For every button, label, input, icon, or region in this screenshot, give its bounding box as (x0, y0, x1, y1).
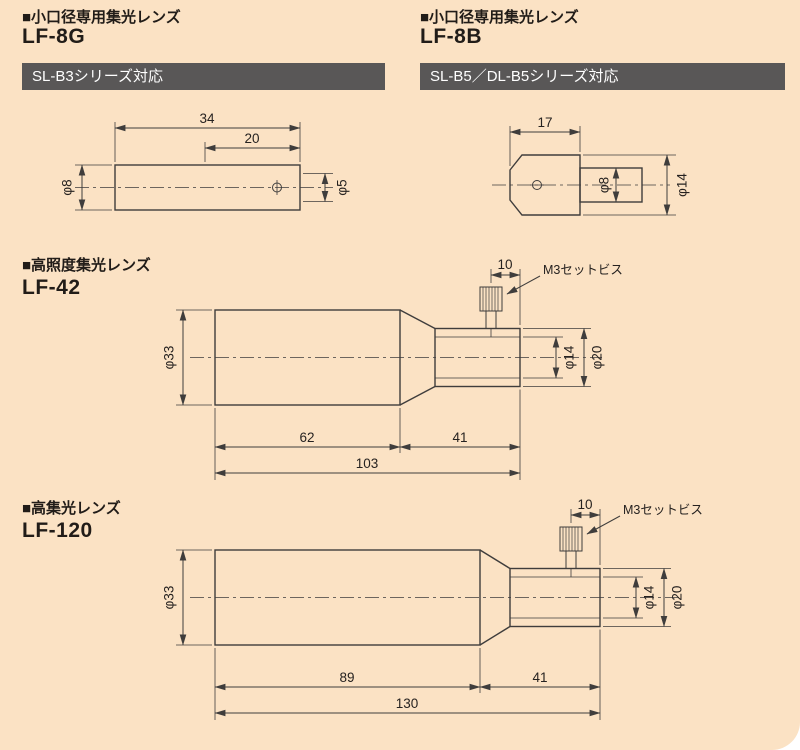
lf8g-dim-step-length: 20 (204, 131, 301, 162)
lf8b-dim-body-dia: φ14 (583, 154, 690, 216)
lf120-part-outline (190, 526, 682, 646)
lf120-taper-bottom (479, 625, 511, 646)
lf42-dim-label-holder-length: 41 (452, 430, 467, 445)
lf8g-dim-label-total-length: 34 (199, 111, 215, 126)
lf8g-dim-label-tip-dia: φ5 (335, 179, 350, 195)
lf8g-set-screw-hole-icon (272, 180, 282, 195)
lf42-dim-label-main-length: 62 (299, 430, 314, 445)
lf42-screw-callout-label: M3セットビス (543, 263, 623, 277)
lf8b-series-banner: SL-B5／DL-B5シリーズ対応 (420, 63, 785, 90)
lf8g-dim-label-step-length: 20 (244, 131, 259, 146)
lf42-dim-holder-dia: φ20 (523, 327, 605, 388)
lf120-dim-label-holder-dia: φ20 (670, 586, 685, 610)
lf8b-dim-body-length: 17 (509, 115, 581, 166)
lf120-dim-label-total-length: 130 (396, 696, 419, 711)
lf42-dim-label-screw-offset: 10 (497, 257, 512, 272)
lf8b-category-heading: ■小口径専用集光レンズ (420, 9, 579, 26)
lf120-technical-drawing: 10 M3セットビス φ33 φ14 φ20 (162, 497, 703, 720)
lf42-category-heading: ■高照度集光レンズ (22, 257, 151, 274)
lf8b-set-screw-hole-icon (530, 180, 544, 190)
lf120-dim-label-screw-offset: 10 (577, 497, 592, 512)
lf120-taper-top (479, 549, 511, 570)
lf8b-model-name: LF-8B (420, 25, 482, 48)
lf42-dim-label-holder-dia: φ20 (590, 346, 605, 370)
lf8g-series-banner: SL-B3シリーズ対応 (22, 63, 385, 90)
lf120-model-name: LF-120 (22, 519, 93, 542)
lf120-dim-label-main-dia: φ33 (162, 586, 177, 610)
lf120-dim-screw-offset: 10 (570, 497, 601, 565)
lf120-screw-callout-label: M3セットビス (623, 503, 703, 517)
lf120-dims-lengths: 89 41 130 (214, 629, 601, 720)
lf8b-part-outline (492, 154, 670, 216)
lf42-dim-label-inner-dia: φ14 (562, 345, 577, 369)
lf120-category-heading: ■高集光レンズ (22, 500, 121, 517)
lf120-dim-label-holder-length: 41 (532, 670, 547, 685)
lf8b-technical-drawing: 17 φ8 φ14 (492, 115, 690, 216)
lf8b-dim-tube-dia: φ8 (597, 167, 620, 203)
lf120-dim-inner-dia: φ14 (603, 576, 657, 619)
lf8g-category-heading: ■小口径専用集光レンズ (22, 9, 181, 26)
lf42-technical-drawing: 10 M3セットビス φ33 φ14 φ20 (162, 257, 623, 480)
lf120-set-screw-icon (559, 526, 583, 577)
lf42-taper-top (399, 309, 436, 330)
lf120-dim-holder-dia: φ20 (603, 567, 685, 628)
lf42-dim-main-dia: φ33 (162, 309, 212, 406)
lf8g-dim-tip-dia: φ5 (303, 172, 350, 203)
lf42-dims-lengths: 62 41 103 (214, 389, 521, 480)
lf8b-dim-label-body-length: 17 (537, 115, 552, 130)
lf42-dim-label-total-length: 103 (356, 456, 379, 471)
lf8g-part-outline (75, 164, 333, 211)
lf8g-dim-body-dia: φ8 (60, 164, 112, 211)
lf42-dim-label-main-dia: φ33 (162, 346, 177, 370)
lf8b-dim-label-tube-dia: φ8 (597, 177, 612, 193)
lf42-model-name: LF-42 (22, 276, 81, 299)
lf8g-model-name: LF-8G (22, 25, 86, 48)
lf120-dim-label-inner-dia: φ14 (642, 585, 657, 609)
lf8b-dim-label-body-dia: φ14 (675, 173, 690, 197)
lf42-dim-screw-offset: 10 (490, 257, 521, 325)
lf8g-dim-total-length: 34 (114, 111, 301, 162)
lf120-dim-label-main-length: 89 (339, 670, 354, 685)
lf8b-lens-body (509, 154, 581, 216)
lf8g-dim-label-body-dia: φ8 (60, 179, 75, 195)
lf42-screw-callout: M3セットビス (506, 263, 623, 295)
lf120-screw-callout: M3セットビス (586, 503, 703, 535)
lf42-dim-inner-dia: φ14 (523, 336, 577, 379)
lf42-set-screw-icon (479, 286, 503, 337)
lf42-taper-bottom (399, 385, 436, 406)
lf8g-technical-drawing: 34 20 φ8 φ5 (60, 111, 350, 211)
lf42-part-outline (190, 286, 602, 406)
lf120-dim-main-dia: φ33 (162, 549, 212, 646)
